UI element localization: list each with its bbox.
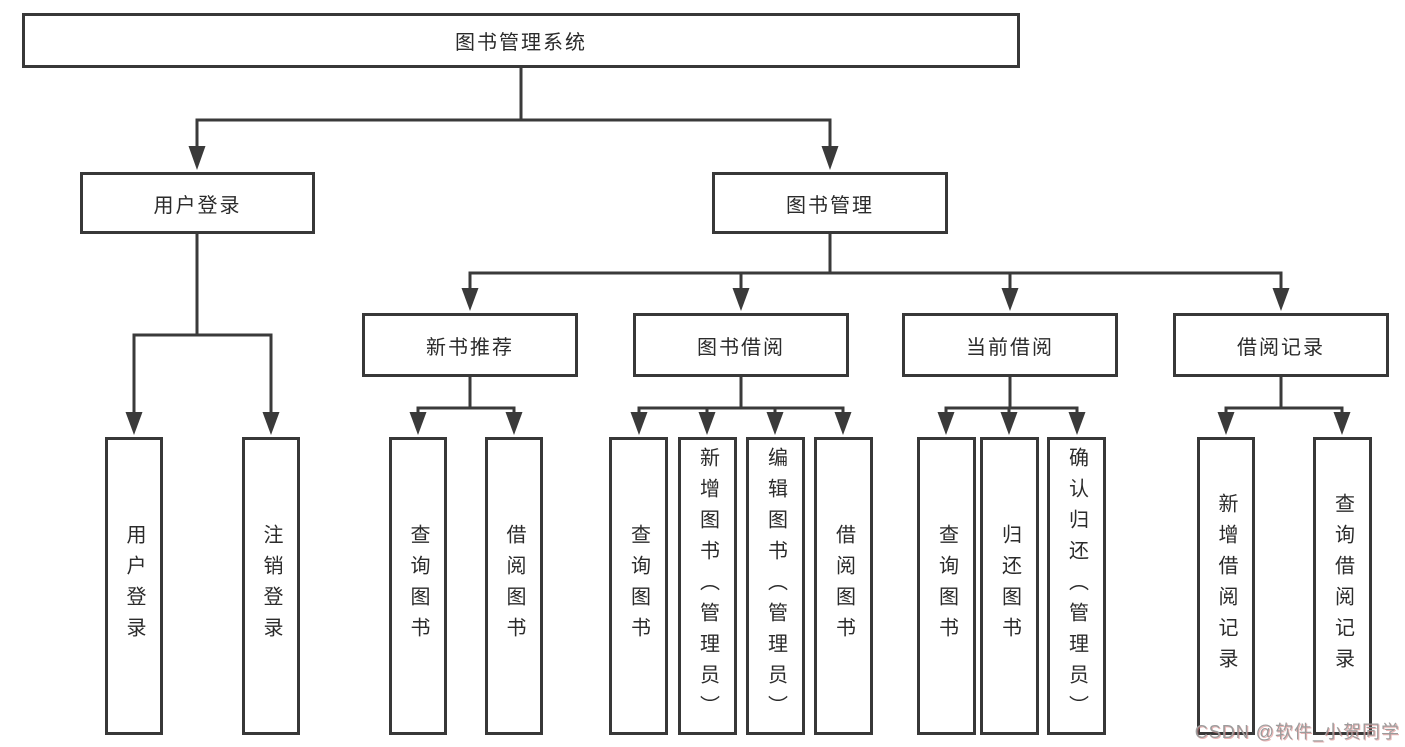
arrowhead-down-icon <box>821 146 839 170</box>
arrowhead-down-icon <box>188 146 206 170</box>
arrowhead-down-icon <box>1333 412 1351 435</box>
leaf-label: 编辑图书（管理员） <box>764 446 787 726</box>
connector-newbook-to-leaves <box>416 377 516 414</box>
arrowhead-down-icon <box>262 412 280 435</box>
arrowhead-down-icon <box>698 412 716 435</box>
leaf-current-query-books: 查询图书 <box>917 437 976 735</box>
leaf-newbook-query-books: 查询图书 <box>389 437 447 735</box>
connector-bookmgmt-to-level3 <box>468 234 1283 290</box>
connector-bookborrow-to-leaves <box>637 377 845 414</box>
leaf-label: 新增图书（管理员） <box>696 446 719 726</box>
leaf-label: 确认归还（管理员） <box>1065 446 1088 726</box>
node-new-book-recommend: 新书推荐 <box>362 313 578 377</box>
arrowhead-down-icon <box>766 412 784 435</box>
leaf-borrow-borrow-books: 借阅图书 <box>814 437 873 735</box>
arrowhead-down-icon <box>1000 412 1018 435</box>
leaf-records-add-record: 新增借阅记录 <box>1197 437 1255 735</box>
arrowhead-down-icon <box>461 288 479 311</box>
csdn-watermark: CSDN @软件_小贺同学 <box>1194 722 1400 742</box>
arrowhead-down-icon <box>1272 288 1290 311</box>
leaf-label: 查询图书 <box>935 524 958 648</box>
leaf-label: 查询图书 <box>407 524 429 648</box>
connector-userlogin-to-leaves <box>132 234 273 414</box>
leaf-label: 借阅图书 <box>503 524 525 648</box>
arrowhead-down-icon <box>732 288 750 311</box>
node-user-login: 用户登录 <box>80 172 315 234</box>
connector-root-to-level2 <box>195 68 832 148</box>
arrowhead-down-icon <box>125 412 143 435</box>
node-book-borrowing: 图书借阅 <box>633 313 849 377</box>
leaf-label: 用户登录 <box>123 524 145 648</box>
arrowhead-down-icon <box>834 412 852 435</box>
node-root-system: 图书管理系统 <box>22 13 1020 68</box>
arrowhead-down-icon <box>937 412 955 435</box>
leaf-label: 查询图书 <box>627 524 650 648</box>
connector-currentborrow-to-leaves <box>944 377 1079 414</box>
node-book-management: 图书管理 <box>712 172 948 234</box>
arrowhead-down-icon <box>505 412 523 435</box>
leaf-borrow-edit-books-admin: 编辑图书（管理员） <box>746 437 805 735</box>
arrowhead-down-icon <box>1217 412 1235 435</box>
leaf-label: 查询借阅记录 <box>1331 493 1354 679</box>
leaf-records-query-record: 查询借阅记录 <box>1313 437 1372 735</box>
leaf-label: 归还图书 <box>998 524 1021 648</box>
leaf-borrow-query-books: 查询图书 <box>609 437 668 735</box>
arrowhead-down-icon <box>630 412 648 435</box>
leaf-label: 借阅图书 <box>832 524 855 648</box>
arrowhead-down-icon <box>1068 412 1086 435</box>
connector-records-to-leaves <box>1224 377 1344 414</box>
arrowhead-down-icon <box>409 412 427 435</box>
leaf-current-return-books: 归还图书 <box>980 437 1039 735</box>
leaf-label: 新增借阅记录 <box>1215 493 1237 679</box>
leaf-user-login: 用户登录 <box>105 437 163 735</box>
node-borrowing-records: 借阅记录 <box>1173 313 1389 377</box>
node-current-borrowing: 当前借阅 <box>902 313 1118 377</box>
arrowhead-down-icon <box>1001 288 1019 311</box>
leaf-current-confirm-return-admin: 确认归还（管理员） <box>1047 437 1106 735</box>
leaf-newbook-borrow-books: 借阅图书 <box>485 437 543 735</box>
leaf-label: 注销登录 <box>260 524 282 648</box>
leaf-logout: 注销登录 <box>242 437 300 735</box>
leaf-borrow-add-books-admin: 新增图书（管理员） <box>678 437 737 735</box>
